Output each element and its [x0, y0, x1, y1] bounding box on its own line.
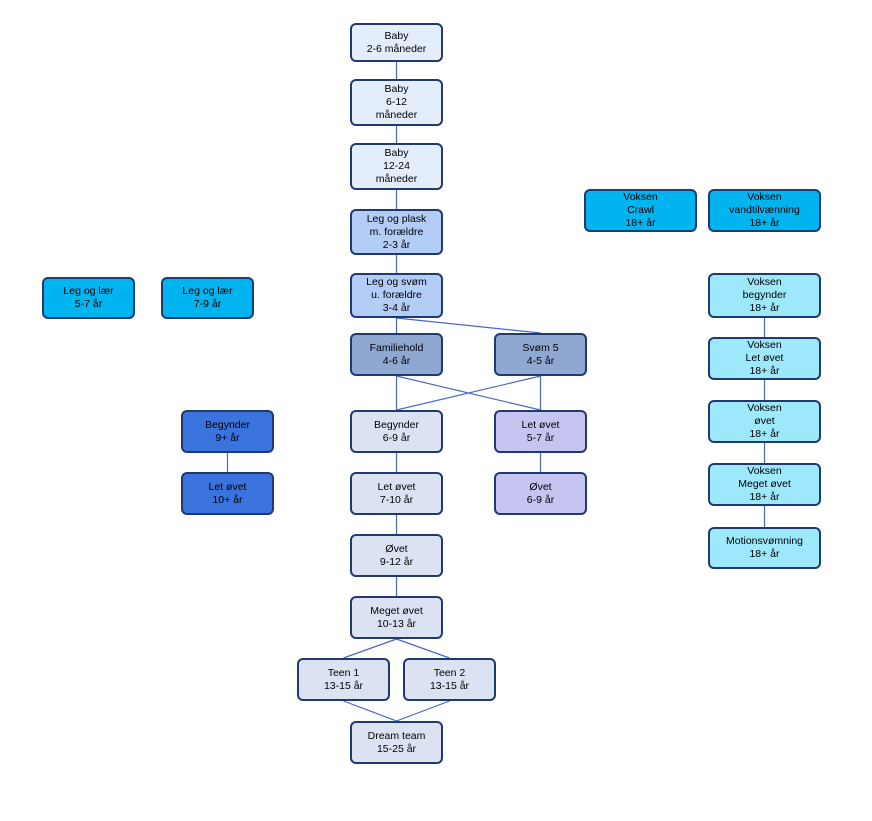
node-teen-1: Teen 1 13-15 år — [297, 658, 390, 701]
connector-teen2-dream_team — [396, 700, 450, 722]
node-label: Voksen Let øvet 18+ år — [745, 339, 784, 377]
node-label: Voksen Crawl 18+ år — [623, 191, 658, 229]
node-label: Meget øvet 10-13 år — [370, 604, 423, 630]
node-label: Begynder 6-9 år — [374, 418, 419, 444]
node-familiehold: Familiehold 4-6 år — [350, 333, 443, 376]
node-label: Dream team 15-25 år — [367, 729, 426, 755]
connector-leg_svom-svom5 — [396, 317, 541, 334]
node-label: Voksen øvet 18+ år — [747, 402, 782, 440]
node-label: Øvet 6-9 år — [526, 480, 555, 506]
connector-teen1-dream_team — [343, 700, 397, 722]
node-label: Baby 6-12 måneder — [375, 83, 418, 121]
node-label: Begynder 9+ år — [205, 418, 250, 444]
node-voksen-vandtilvaenning: Voksen vandtilvænning 18+ år — [708, 189, 821, 232]
node-teen-2: Teen 2 13-15 år — [403, 658, 496, 701]
node-leg-og-svom: Leg og svøm u. forældre 3-4 år — [350, 273, 443, 318]
node-begynder-9: Begynder 9+ år — [181, 410, 274, 453]
node-label: Voksen Meget øvet 18+ år — [738, 465, 791, 503]
node-label: Teen 1 13-15 år — [323, 666, 364, 692]
node-label: Teen 2 13-15 år — [429, 666, 470, 692]
node-let-ovet-7-10: Let øvet 7-10 år — [350, 472, 443, 515]
node-meget-ovet: Meget øvet 10-13 år — [350, 596, 443, 639]
node-voksen-begynder: Voksen begynder 18+ år — [708, 273, 821, 318]
node-svom-5: Svøm 5 4-5 år — [494, 333, 587, 376]
node-label: Let øvet 5-7 år — [521, 418, 560, 444]
node-voksen-ovet: Voksen øvet 18+ år — [708, 400, 821, 443]
node-label: Leg og lær 5-7 år — [63, 285, 114, 310]
connector-svom5-begynder_6_9 — [396, 375, 541, 411]
node-label: Leg og lær 7-9 år — [182, 285, 233, 310]
node-label: Baby 12-24 måneder — [375, 147, 418, 185]
node-label: Baby 2-6 måneder — [366, 29, 427, 55]
node-baby-6-12: Baby 6-12 måneder — [350, 79, 443, 126]
node-leg-og-plask: Leg og plask m. forældre 2-3 år — [350, 209, 443, 255]
node-label: Let øvet 10+ år — [208, 480, 247, 506]
node-baby-12-24: Baby 12-24 måneder — [350, 143, 443, 190]
connector-meget_ovet-teen2 — [396, 638, 450, 659]
node-begynder-6-9: Begynder 6-9 år — [350, 410, 443, 453]
connector-meget_ovet-teen1 — [343, 638, 397, 659]
node-label: Let øvet 7-10 år — [377, 480, 416, 506]
node-label: Leg og svøm u. forældre 3-4 år — [366, 276, 427, 314]
node-voksen-let-ovet: Voksen Let øvet 18+ år — [708, 337, 821, 380]
node-leg-og-laer-7-9: Leg og lær 7-9 år — [161, 277, 254, 319]
node-let-ovet-10: Let øvet 10+ år — [181, 472, 274, 515]
node-label: Svøm 5 4-5 år — [522, 341, 559, 367]
node-dream-team: Dream team 15-25 år — [350, 721, 443, 764]
node-label: Voksen vandtilvænning 18+ år — [729, 191, 800, 229]
node-ovet-6-9: Øvet 6-9 år — [494, 472, 587, 515]
node-leg-og-laer-5-7: Leg og lær 5-7 år — [42, 277, 135, 319]
node-label: Familiehold 4-6 år — [369, 341, 424, 367]
node-ovet-9-12: Øvet 9-12 år — [350, 534, 443, 577]
node-label: Voksen begynder 18+ år — [742, 276, 787, 314]
node-voksen-crawl: Voksen Crawl 18+ år — [584, 189, 697, 232]
node-baby-2-6: Baby 2-6 måneder — [350, 23, 443, 62]
node-let-ovet-5-7: Let øvet 5-7 år — [494, 410, 587, 453]
node-label: Leg og plask m. forældre 2-3 år — [366, 212, 427, 251]
node-label: Motionsvømning 18+ år — [725, 535, 804, 560]
node-voksen-meget-ovet: Voksen Meget øvet 18+ år — [708, 463, 821, 506]
node-label: Øvet 9-12 år — [379, 542, 414, 568]
node-motionsvomning: Motionsvømning 18+ år — [708, 527, 821, 569]
